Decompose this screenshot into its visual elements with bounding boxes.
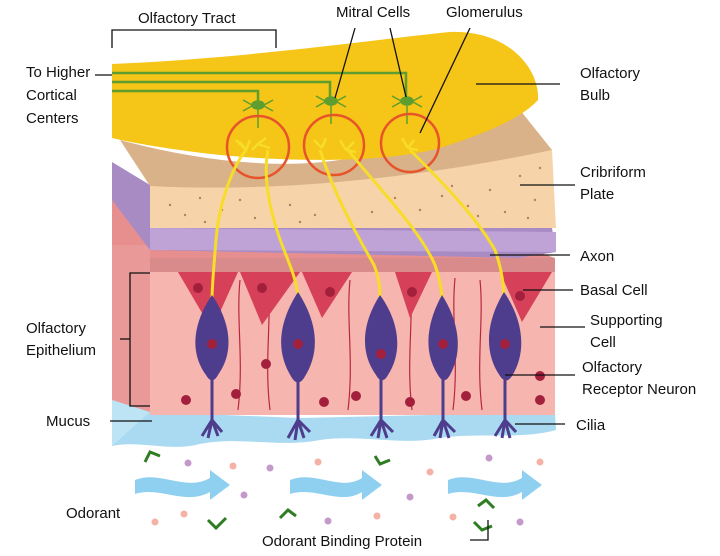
- leader-lines: [95, 27, 585, 541]
- label-cribriform-1: Cribriform: [580, 164, 646, 181]
- epithelium-band: [150, 258, 555, 272]
- cribriform-plate: [150, 150, 556, 228]
- mitral-cell: [391, 95, 423, 124]
- basal-cell: [240, 272, 300, 325]
- glomerulus: [225, 114, 291, 180]
- flow-arrow: [135, 470, 230, 500]
- label-cilia: Cilia: [576, 417, 606, 434]
- neuron-nuclei: [207, 339, 510, 359]
- label-bulb-1: Olfactory: [580, 65, 641, 82]
- label-basal-cell: Basal Cell: [580, 282, 648, 299]
- label-glomerulus: Glomerulus: [446, 4, 523, 21]
- receptor-neuron: [281, 292, 315, 383]
- label-mitral-cells: Mitral Cells: [336, 4, 410, 21]
- basal-nuclei: [193, 283, 525, 301]
- flow-arrow: [448, 470, 542, 500]
- label-higher-2: Cortical: [26, 87, 77, 104]
- basal-cells: [178, 272, 552, 330]
- epithelium-nuclei: [181, 359, 545, 407]
- glomeruli: [225, 112, 441, 180]
- olfactory-bulb: [112, 31, 539, 160]
- odorant-molecules: [151, 454, 544, 526]
- mitral-cell: [315, 95, 347, 124]
- receptor-neurons: [195, 292, 522, 383]
- olfactory-tract-bracket: [111, 29, 277, 48]
- olfactory-tract-fibres: [112, 71, 408, 104]
- label-axon: Axon: [580, 248, 614, 265]
- epithelium-side: [112, 198, 150, 412]
- purple-membrane-front: [150, 228, 556, 252]
- label-higher-1: To Higher: [26, 64, 90, 81]
- label-higher-3: Centers: [26, 110, 79, 127]
- label-olfactory-tract: Olfactory Tract: [138, 10, 236, 27]
- label-receptor-1: Olfactory: [582, 359, 643, 376]
- label-epithelium-1: Olfactory: [26, 320, 87, 337]
- label-epithelium-2: Epithelium: [26, 342, 96, 359]
- receptor-neuron: [364, 295, 398, 381]
- label-cribriform-2: Plate: [580, 186, 614, 203]
- odorant-flow-arrows: [135, 470, 542, 500]
- flow-arrow: [290, 470, 382, 500]
- label-bulb-2: Bulb: [580, 87, 610, 104]
- receptor-neuron: [195, 295, 229, 381]
- label-odorant: Odorant: [66, 505, 121, 522]
- glomerulus: [379, 112, 441, 174]
- basal-cell: [178, 272, 238, 330]
- receptor-neuron: [428, 295, 458, 381]
- label-receptor-2: Receptor Neuron: [582, 381, 696, 398]
- glomerulus: [302, 113, 366, 177]
- label-supporting-2: Cell: [590, 334, 616, 351]
- axon-tufts: [235, 137, 419, 154]
- mitral-cells: [242, 95, 423, 128]
- label-mucus: Mucus: [46, 413, 90, 430]
- receptor-neuron: [488, 292, 522, 381]
- bulb-shadow-layer: [120, 95, 552, 188]
- neuron-cilia: [200, 378, 518, 441]
- basal-cell: [500, 272, 552, 322]
- mitral-cell: [242, 99, 274, 128]
- axons: [210, 148, 506, 301]
- label-supporting-1: Supporting: [590, 312, 663, 329]
- odorant-binding-proteins: [143, 450, 496, 532]
- label-binding-protein: Odorant Binding Protein: [262, 533, 422, 550]
